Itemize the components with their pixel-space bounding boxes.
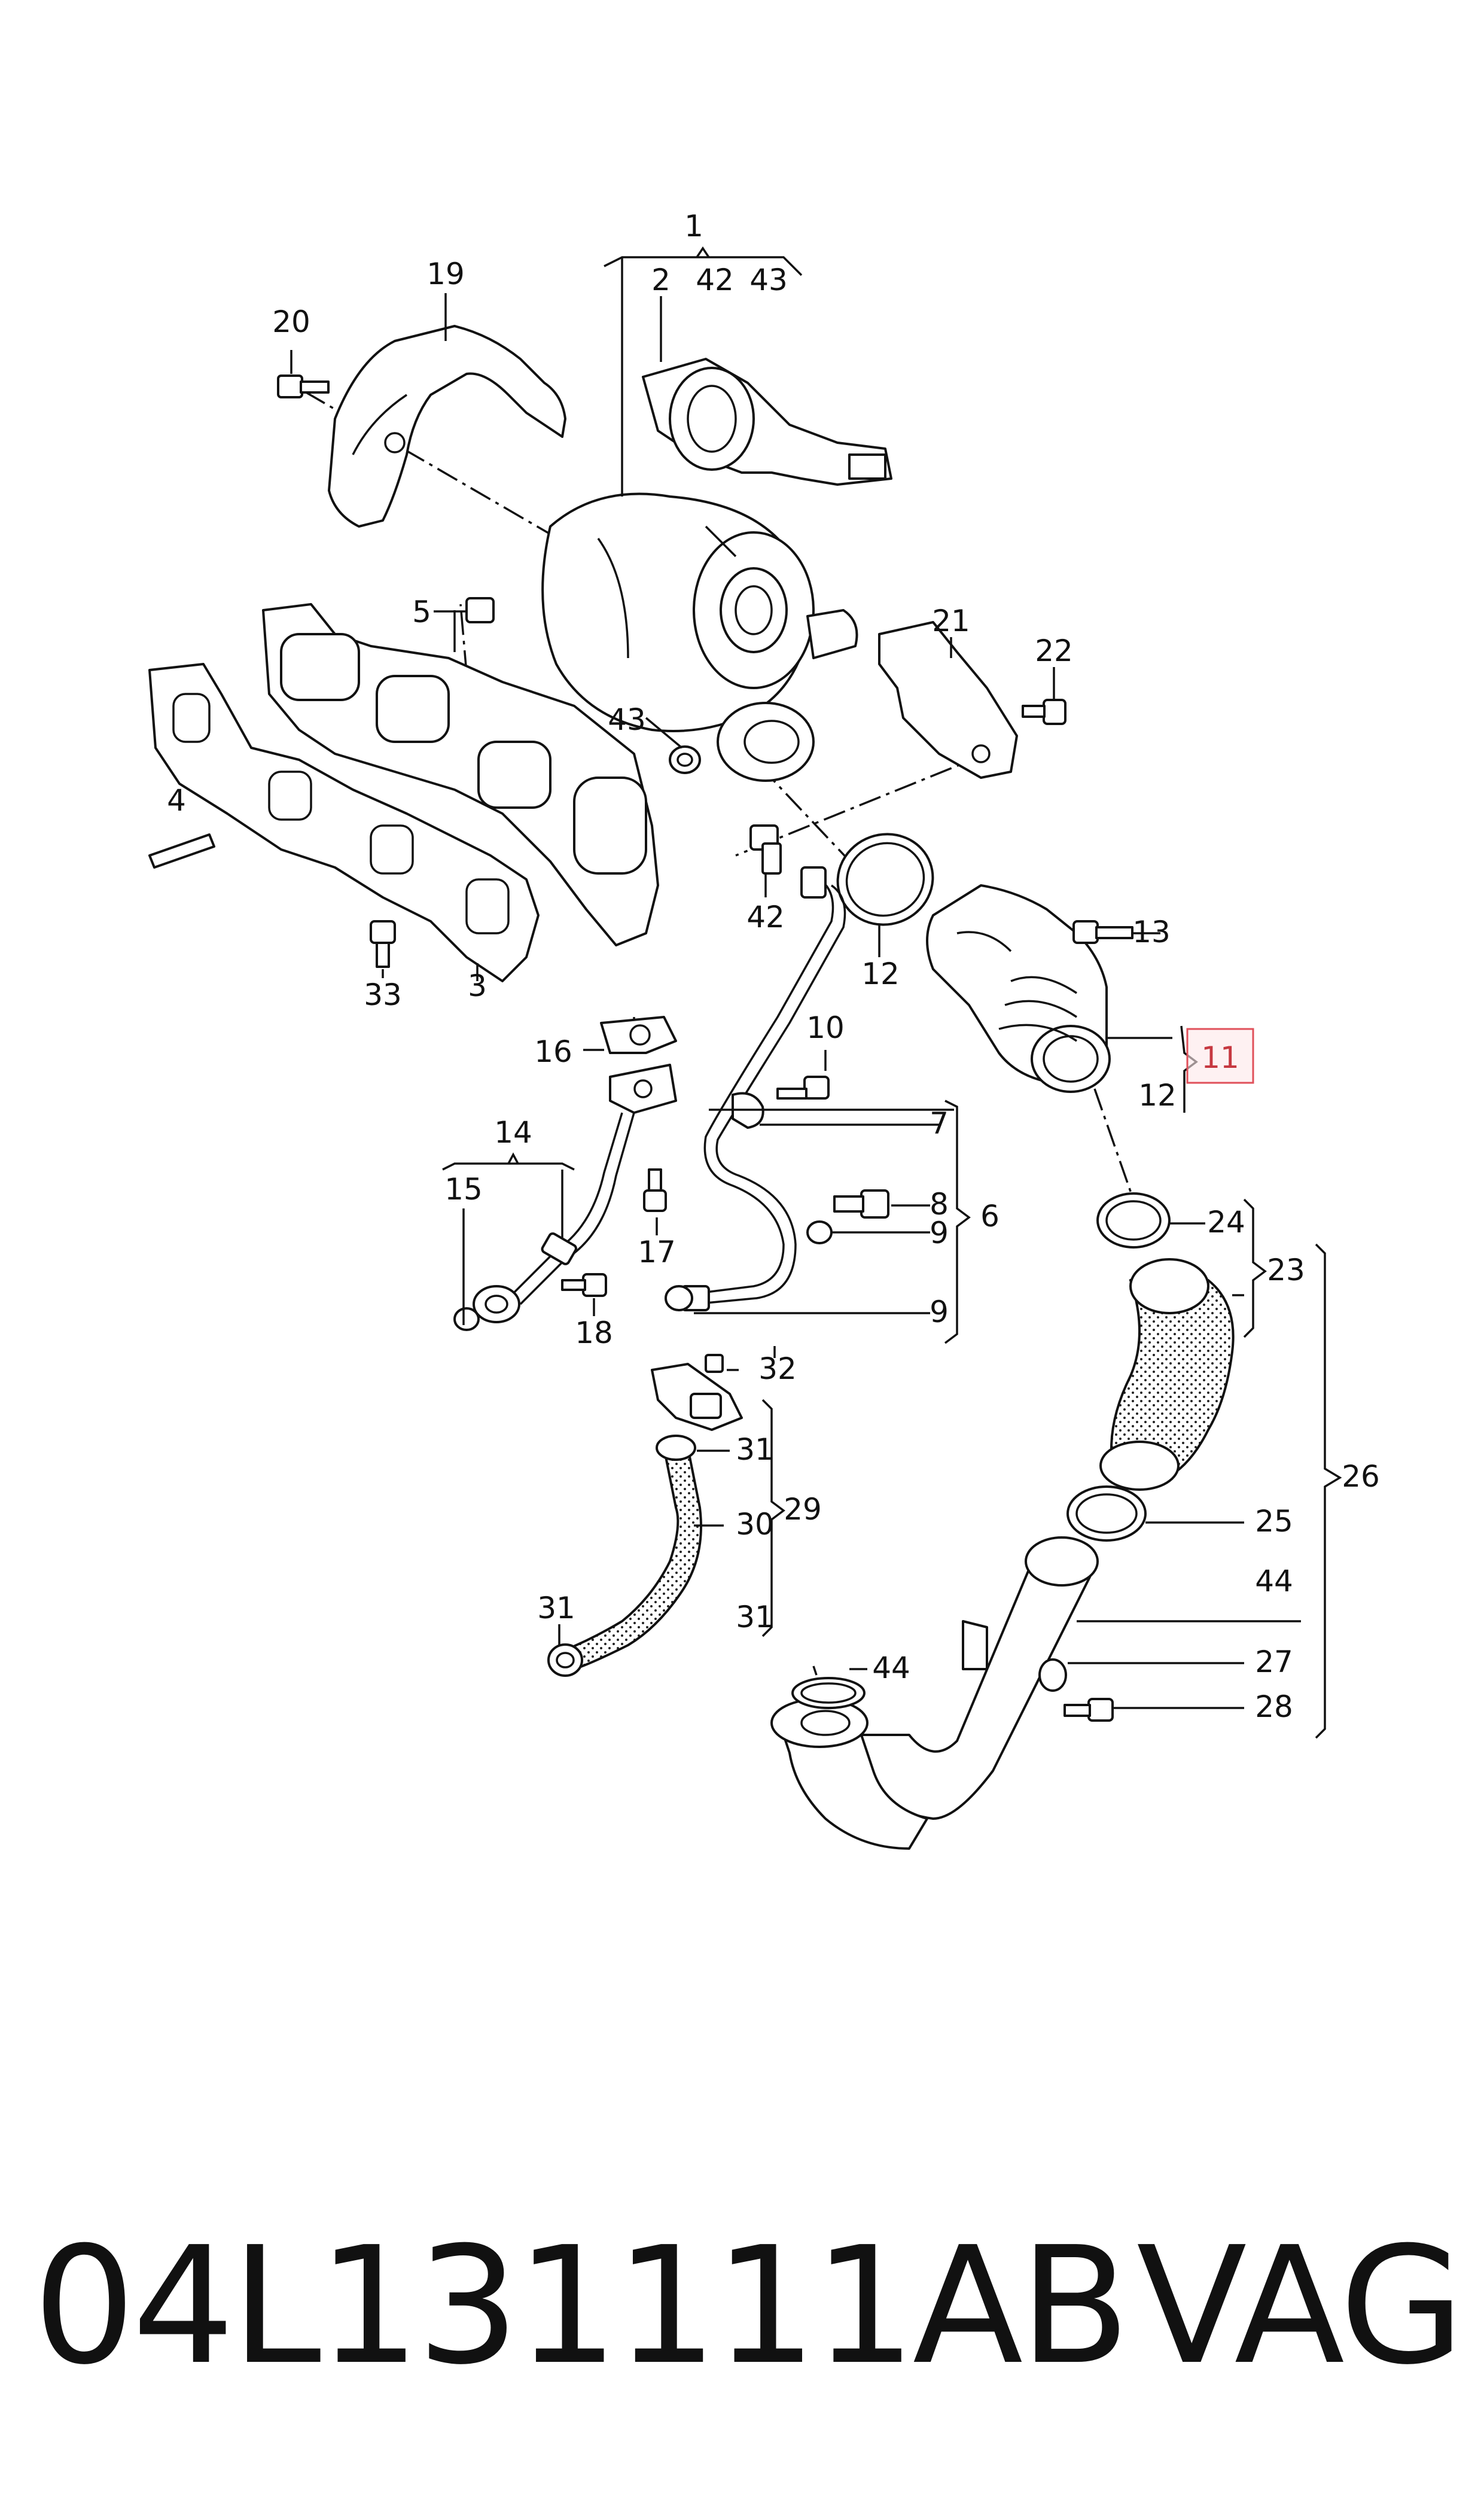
callout-22: 22 bbox=[1035, 634, 1073, 668]
callout-31b: 31 bbox=[537, 1591, 575, 1625]
callout-12b: 12 bbox=[1138, 1078, 1177, 1113]
callout-12a: 12 bbox=[861, 957, 900, 991]
part-23-hose bbox=[1099, 1258, 1235, 1491]
part-28-bolt bbox=[1064, 1698, 1114, 1722]
part-43-seal bbox=[669, 745, 701, 774]
callout-31c: 31 bbox=[736, 1600, 774, 1634]
callout-26: 26 bbox=[1342, 1459, 1380, 1494]
callout-1: 1 bbox=[684, 209, 703, 243]
callout-32: 32 bbox=[758, 1351, 797, 1386]
part-1-turbocharger bbox=[541, 492, 858, 782]
callout-28: 28 bbox=[1255, 1689, 1293, 1724]
part-18-bolt bbox=[561, 1273, 607, 1297]
part-17-bolt bbox=[643, 1168, 667, 1212]
part-11-intake-elbow bbox=[926, 884, 1111, 1093]
callout-42a: 42 bbox=[696, 263, 734, 297]
callout-29: 29 bbox=[784, 1492, 822, 1527]
callout-9b: 9 bbox=[930, 1295, 949, 1329]
callout-42b: 42 bbox=[746, 900, 785, 934]
part-24-clamp bbox=[1096, 1192, 1171, 1249]
part-2-actuator bbox=[642, 358, 892, 486]
part-13-bolt bbox=[1072, 920, 1133, 944]
callout-21: 21 bbox=[932, 604, 970, 638]
part-44-seal bbox=[791, 1677, 866, 1709]
part-9-seal bbox=[806, 1220, 833, 1244]
callout-14: 14 bbox=[494, 1115, 532, 1150]
callout-18: 18 bbox=[575, 1316, 613, 1350]
part-7-oil-line bbox=[665, 866, 846, 1311]
part-22-bolt bbox=[1022, 699, 1066, 725]
callout-20: 20 bbox=[272, 305, 310, 339]
callout-3: 3 bbox=[468, 969, 487, 1003]
part-8-banjo-bolt bbox=[833, 1189, 889, 1219]
part-3-gasket bbox=[148, 663, 540, 982]
part-30-hose bbox=[560, 1447, 702, 1671]
callout-31a: 31 bbox=[736, 1432, 774, 1467]
part-33-bolt bbox=[370, 920, 396, 968]
callout-11: 11 bbox=[1201, 1040, 1239, 1075]
callout-44a: 44 bbox=[1255, 1564, 1293, 1599]
callout-9a: 9 bbox=[930, 1216, 949, 1250]
part-31-clamp bbox=[547, 1435, 696, 1677]
callout-13: 13 bbox=[1132, 915, 1171, 949]
callout-44b: 44 bbox=[872, 1651, 910, 1685]
part-27-grommet bbox=[1038, 1658, 1067, 1692]
part-12-o-ring bbox=[836, 833, 934, 926]
callout-4: 4 bbox=[167, 783, 186, 818]
part-number: 04L131111AB bbox=[33, 2212, 1130, 2400]
callout-10: 10 bbox=[806, 1010, 845, 1045]
callout-8: 8 bbox=[930, 1187, 949, 1222]
callout-43b: 43 bbox=[608, 702, 646, 737]
callout-25: 25 bbox=[1255, 1504, 1293, 1539]
callout-23: 23 bbox=[1267, 1253, 1305, 1287]
part-5-nut bbox=[465, 597, 495, 623]
part-21-bracket bbox=[878, 621, 1018, 779]
callout-15: 15 bbox=[444, 1172, 483, 1207]
exploded-parts-diagram: 1 2 42 43 19 20 5 21 22 43 4 42 12 13 33… bbox=[148, 209, 1380, 1850]
callout-6: 6 bbox=[980, 1199, 1000, 1234]
callout-17: 17 bbox=[638, 1235, 676, 1269]
callout-labels: 1 2 42 43 19 20 5 21 22 43 4 42 12 13 33… bbox=[167, 209, 1380, 1724]
callout-7: 7 bbox=[930, 1106, 949, 1141]
part-14-oil-return-line bbox=[453, 1016, 677, 1331]
part-42-banjo-bolt bbox=[749, 824, 782, 875]
part-19-heat-shield bbox=[328, 325, 566, 528]
part-32-sensor bbox=[651, 1354, 743, 1431]
part-4-stud bbox=[148, 833, 215, 869]
part-25-clamp bbox=[1066, 1485, 1147, 1542]
callout-43a: 43 bbox=[749, 263, 788, 297]
leader-lines bbox=[290, 246, 1342, 1739]
callout-19: 19 bbox=[426, 257, 465, 291]
part-10-bolt bbox=[732, 1076, 830, 1129]
callout-5: 5 bbox=[412, 595, 431, 629]
callout-2: 2 bbox=[651, 263, 671, 297]
brand: VAG bbox=[1136, 2212, 1465, 2400]
callout-27: 27 bbox=[1255, 1645, 1293, 1679]
part-20-bolt bbox=[277, 374, 330, 398]
callout-30: 30 bbox=[736, 1507, 774, 1542]
callout-16: 16 bbox=[534, 1034, 572, 1069]
callout-33: 33 bbox=[364, 978, 402, 1012]
callout-24: 24 bbox=[1207, 1205, 1245, 1240]
highlight-box bbox=[1186, 1028, 1254, 1084]
exhaust-manifold bbox=[262, 603, 659, 946]
